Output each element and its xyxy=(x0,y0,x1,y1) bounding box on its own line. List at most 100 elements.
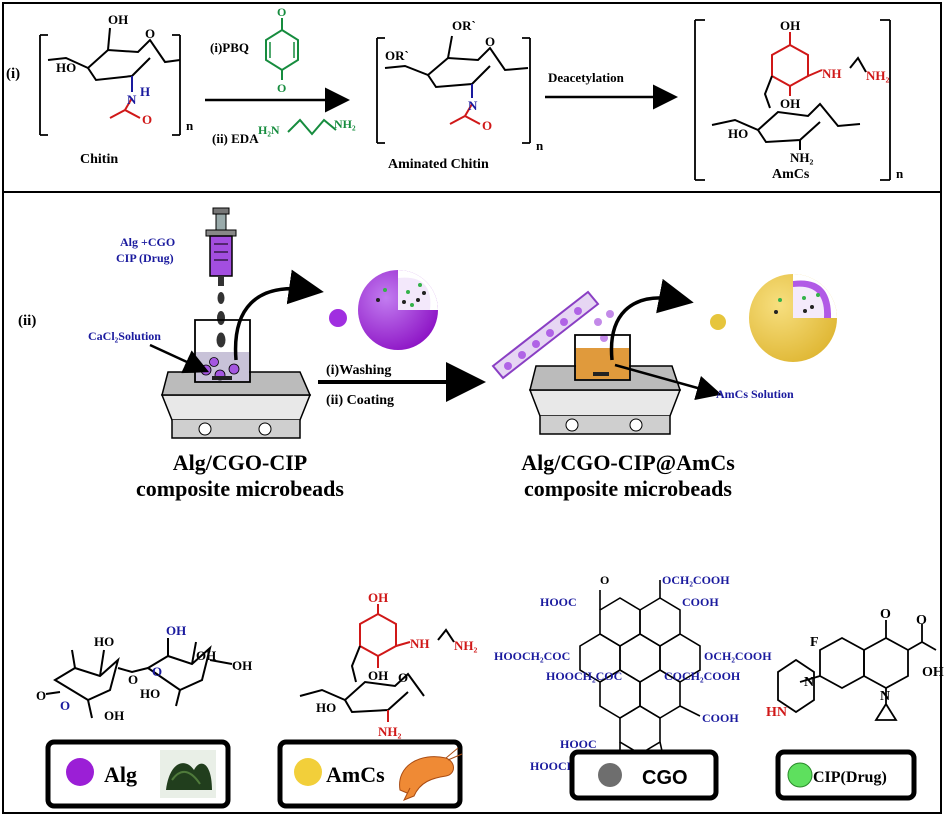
amcs-top-nh2: NH₂ xyxy=(790,150,814,165)
step-pbq: (i)PBQ xyxy=(210,40,249,55)
cacl2-arrow xyxy=(149,343,210,374)
right-curved-arrow xyxy=(609,278,694,361)
legend-cgo-label: CGO xyxy=(642,767,688,789)
falling-bead-3 xyxy=(600,334,608,342)
amcs-bottom-ho: HO xyxy=(316,700,336,715)
aminated-name: Aminated Chitin xyxy=(388,157,489,172)
cgo-g5: HOOCH₂COC xyxy=(546,669,622,683)
falling-bead-1 xyxy=(594,318,602,326)
alg-o-left: O xyxy=(36,688,46,703)
chitin-oh: OH xyxy=(108,12,128,27)
chitin-structure: OH HO O N H O n Chitin xyxy=(39,12,194,167)
amcs-top-name: AmCs xyxy=(772,167,810,182)
syringe xyxy=(205,207,237,348)
cacl2-label: CaCl₂Solution xyxy=(88,329,161,343)
legend-amcs-label: AmCs xyxy=(326,762,385,787)
eda-structure: H₂N NH₂ xyxy=(258,117,356,137)
right-bead-cross-section xyxy=(749,274,837,362)
alg-oh-4: OH xyxy=(196,648,216,663)
right-title-1: Alg/CGO-CIP@AmCs xyxy=(521,450,735,475)
shrimp-icon xyxy=(399,747,463,801)
chitin-bracket-left xyxy=(39,34,48,136)
amcs-top-oh1: OH xyxy=(780,18,800,33)
aminated-or-left: OR` xyxy=(385,48,409,63)
chitin-n-subscript: n xyxy=(186,118,194,133)
cip-hn: HN xyxy=(766,705,787,720)
amcs-top-oh2: OH xyxy=(780,96,800,111)
drop-1 xyxy=(217,292,225,304)
cgo-g7: COCH₂COOH xyxy=(664,669,741,683)
alg-ho-1: HO xyxy=(94,634,114,649)
amcs-structure-bottom: OH OH NH NH₂ HO NH₂ O xyxy=(299,590,478,739)
legend-alg-label: Alg xyxy=(104,762,137,787)
pbq-o-bottom: O xyxy=(277,81,286,95)
cgo-g1: OCH₂COOH xyxy=(662,573,730,587)
step-eda: (ii) EDA xyxy=(212,131,259,146)
cgo-o-top: O xyxy=(600,573,609,587)
amcs-top-nh2-chain: NH₂ xyxy=(866,68,890,83)
alg-oh-3: OH xyxy=(166,623,186,638)
cip-n1: N xyxy=(804,675,814,690)
chitin-bracket-right xyxy=(172,34,181,136)
alg-o-2: O xyxy=(152,664,162,679)
cgo-g8: COOH xyxy=(702,711,739,725)
alg-o-bridge: O xyxy=(128,672,138,687)
legend-cip: CIP(Drug) xyxy=(775,749,917,801)
chitin-h: H xyxy=(140,84,150,99)
drop-3 xyxy=(216,332,226,348)
aminated-or-top: OR` xyxy=(452,18,476,33)
syringe-label-1: Alg +CGO xyxy=(120,235,175,249)
legend-alg-swatch xyxy=(66,758,94,786)
legend-alg: Alg xyxy=(45,739,231,809)
test-tube xyxy=(491,290,600,380)
alginate-structure: HO O OH O O O OH OH OH HO xyxy=(36,623,252,723)
amcs-bottom-ring-o: O xyxy=(398,670,408,685)
legend-cip-label: CIP(Drug) xyxy=(813,769,887,786)
alg-oh-5: OH xyxy=(232,658,252,673)
amcs-bottom-oh1: OH xyxy=(368,590,388,605)
aminated-carbonyl-o: O xyxy=(482,118,492,133)
cip-o: O xyxy=(880,607,891,622)
right-small-bead xyxy=(710,314,726,330)
amcs-bottom-nh2-chain: NH₂ xyxy=(454,638,478,653)
chitin-ring-o: O xyxy=(145,26,155,41)
aminated-chitin-structure: OR` OR` O N O n Aminated Chitin xyxy=(376,18,544,172)
right-beaker xyxy=(574,334,631,381)
amcs-structure-top: OH OH NH NH₂ HO NH₂ n AmCs xyxy=(694,18,904,182)
left-curved-arrow xyxy=(233,269,324,361)
chitin-carbonyl-o: O xyxy=(142,112,152,127)
drop-2 xyxy=(217,311,225,325)
amcs-top-nh: NH xyxy=(822,66,842,81)
chitin-n: N xyxy=(127,92,137,107)
alg-oh-2: OH xyxy=(104,708,124,723)
legend-cip-swatch xyxy=(787,762,813,788)
alg-o-1: O xyxy=(60,698,70,713)
cip-o2: O xyxy=(916,613,927,628)
step-deacetylation: Deacetylation xyxy=(548,70,625,85)
right-title-2: composite microbeads xyxy=(524,476,732,501)
cip-f: F xyxy=(810,635,819,650)
aminated-nh: N xyxy=(468,98,478,113)
seaweed-icon xyxy=(160,750,216,798)
left-bead-cross-section xyxy=(358,270,438,350)
amcs-top-ho: HO xyxy=(728,126,748,141)
coating-label: (ii) Coating xyxy=(326,393,394,408)
alg-ho-2: HO xyxy=(140,686,160,701)
eda-nh2: NH₂ xyxy=(334,117,356,131)
aminated-n-subscript: n xyxy=(536,138,544,153)
amcs-solution-arrow xyxy=(614,363,722,401)
left-small-bead xyxy=(329,309,347,327)
left-beaker xyxy=(194,319,251,383)
cgo-g9: HOOC xyxy=(560,737,597,751)
legend-cgo-swatch xyxy=(598,763,622,787)
falling-bead-2 xyxy=(606,310,614,318)
amcs-bottom-oh2: OH xyxy=(368,668,388,683)
panel-i-label: (i) xyxy=(6,66,20,82)
amcs-solution-label: AmCs Solution xyxy=(716,387,794,401)
chitin-name: Chitin xyxy=(80,152,118,167)
cip-structure: F O O OH HN N N xyxy=(766,607,944,721)
amcs-bottom-nh2: NH₂ xyxy=(378,724,402,739)
left-title-1: Alg/CGO-CIP xyxy=(173,450,307,475)
